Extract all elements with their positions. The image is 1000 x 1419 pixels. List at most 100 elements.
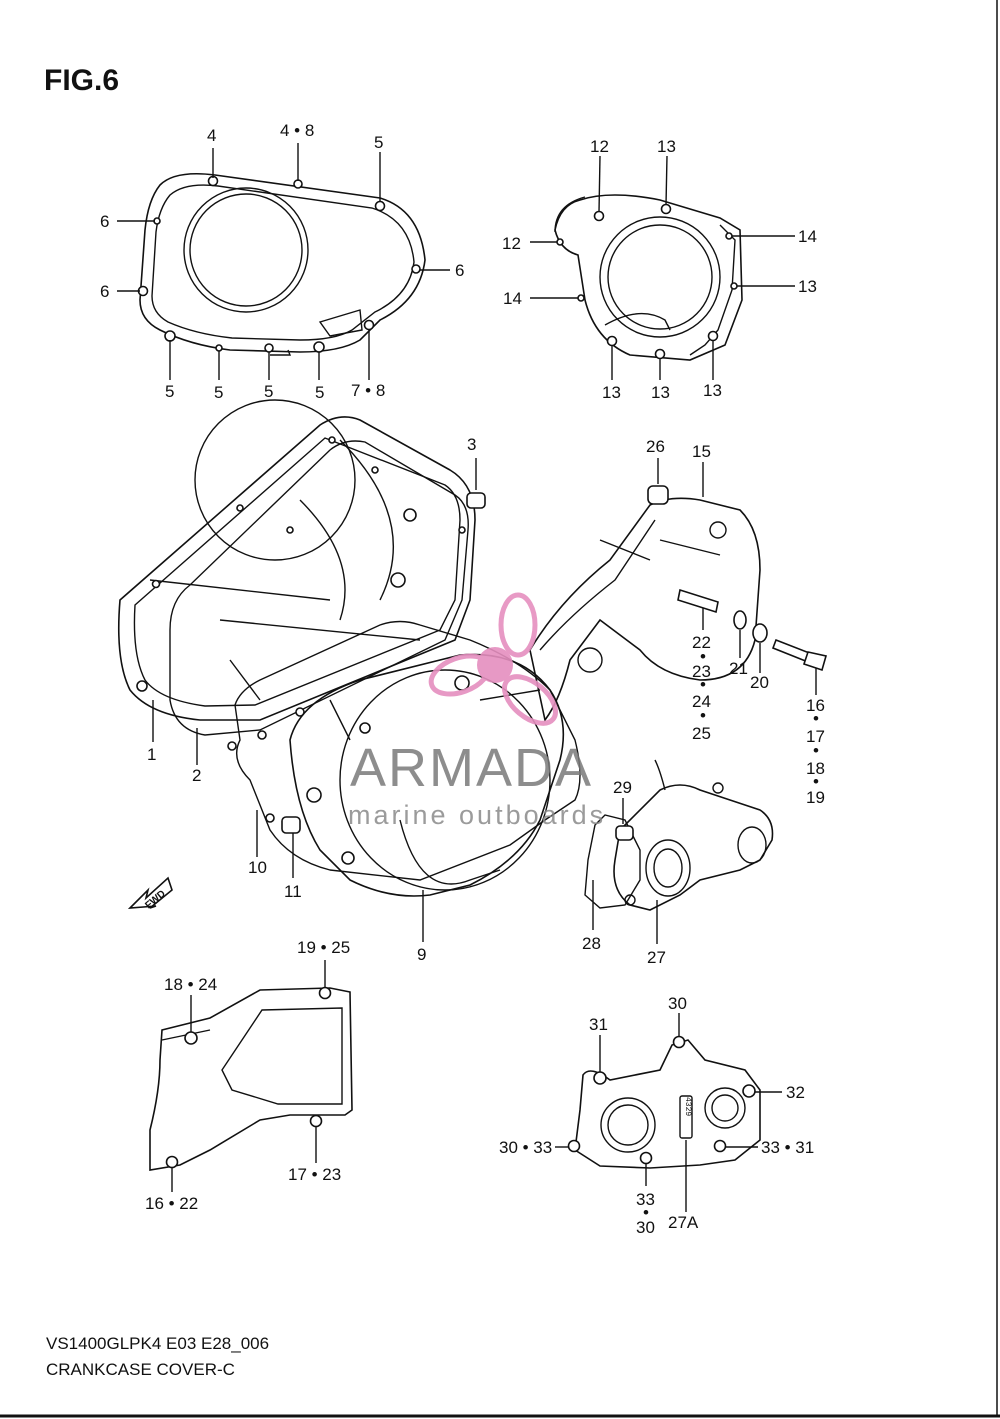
callout-13-top: 13 — [657, 137, 676, 156]
generator-cover-callouts: 12 13 12 14 14 13 13 13 13 — [502, 137, 817, 402]
callout-12-top: 12 — [590, 137, 609, 156]
callout-18: 18 — [806, 759, 825, 778]
callout-22: 22 — [692, 633, 711, 652]
callout-21: 21 — [729, 659, 748, 678]
model-code: VS1400GLPK4 E03 E28_006 — [46, 1334, 269, 1353]
callout-13-b2: 13 — [651, 383, 670, 402]
callout-27: 27 — [647, 948, 666, 967]
svg-text:•: • — [813, 772, 819, 791]
callout-6-a: 6 — [100, 212, 109, 231]
callout-6-c: 6 — [100, 282, 109, 301]
cover-guard — [149, 987, 353, 1171]
dowel-pin-11 — [281, 816, 301, 834]
callout-18-24: 18 • 24 — [164, 975, 217, 994]
plate-callouts: 30 31 32 30 • 33 33 • 31 33 • 30 27A — [499, 994, 814, 1237]
watermark-tagline: marine outboards — [348, 800, 606, 830]
svg-text:•: • — [813, 741, 819, 760]
callout-16-22: 16 • 22 — [145, 1194, 198, 1213]
outer-cover-callouts: 4 4 • 8 5 6 6 6 5 5 5 5 7 • 8 — [100, 121, 464, 402]
guard-bolt-holes — [165, 986, 332, 1169]
callout-27A: 27A — [668, 1213, 699, 1232]
callout-19-25: 19 • 25 — [297, 938, 350, 957]
generator-cover-bolt-holes — [556, 203, 738, 360]
callout-5-b: 5 — [214, 383, 223, 402]
callout-5-d: 5 — [315, 383, 324, 402]
callout-16: 16 — [806, 696, 825, 715]
outer-cover-bolt-holes — [137, 175, 421, 353]
callout-4-8: 4 • 8 — [280, 121, 314, 140]
plate-leader-lines — [555, 1013, 782, 1212]
callout-19: 19 — [806, 788, 825, 807]
cap-26 — [647, 458, 669, 505]
guard-leader-lines — [171, 960, 326, 1192]
callout-33-31: 33 • 31 — [761, 1138, 814, 1157]
generator-cover-leader-lines — [530, 155, 795, 380]
gasket-10 — [234, 620, 581, 881]
cover-callouts: 1 2 10 11 9 — [147, 745, 426, 964]
plate-27A — [574, 1039, 761, 1169]
callout-6-b: 6 — [455, 261, 464, 280]
callout-5-c: 5 — [264, 382, 273, 401]
washer-21 — [733, 610, 747, 658]
crankcase-cover-1 — [117, 399, 476, 721]
washer-20 — [752, 623, 768, 673]
callout-2: 2 — [192, 766, 201, 785]
pump-leader-lines — [592, 880, 658, 944]
callout-17: 17 — [806, 727, 825, 746]
part-group-name: CRANKCASE COVER-C — [46, 1360, 235, 1379]
callout-25: 25 — [692, 724, 711, 743]
callout-15: 15 — [692, 442, 711, 461]
callout-13-b3: 13 — [703, 381, 722, 400]
callout-30-33: 30 • 33 — [499, 1138, 552, 1157]
svg-text:•: • — [643, 1203, 649, 1222]
callout-28: 28 — [582, 934, 601, 953]
crankcase-cover-9 — [289, 653, 565, 897]
forward-direction-arrow: FWD — [127, 876, 173, 911]
callout-5-top: 5 — [374, 133, 383, 152]
callout-10: 10 — [248, 858, 267, 877]
watermark-logo — [428, 592, 558, 726]
outer-clutch-cover — [139, 172, 426, 356]
callout-14-left: 14 — [503, 289, 522, 308]
cover-bolt-holes-1 — [136, 436, 466, 692]
bolt-16 — [771, 638, 828, 695]
callout-26: 26 — [646, 437, 665, 456]
callout-13-b1: 13 — [602, 383, 621, 402]
callout-31-top: 31 — [589, 1015, 608, 1034]
callout-17-23: 17 • 23 — [288, 1165, 341, 1184]
svg-text:•: • — [813, 709, 819, 728]
housing-15 — [529, 497, 761, 722]
cover-9-bolt-holes — [227, 675, 470, 865]
gasket-28 — [584, 814, 641, 909]
pin-29 — [615, 798, 634, 841]
cover-leader-lines — [152, 700, 424, 942]
callout-12-left: 12 — [502, 234, 521, 253]
callout-20: 20 — [750, 673, 769, 692]
callout-4: 4 — [207, 126, 216, 145]
pipe-22 — [677, 588, 719, 630]
plate-part-stamp: 4329 — [683, 1097, 692, 1116]
svg-text:•: • — [700, 647, 706, 666]
svg-text:•: • — [700, 706, 706, 725]
callout-30-bottom: 30 — [636, 1218, 655, 1237]
plate-bolt-holes — [567, 1035, 756, 1165]
callout-32: 32 — [786, 1083, 805, 1102]
callout-7-8: 7 • 8 — [351, 381, 385, 400]
callout-3: 3 — [467, 435, 476, 454]
callout-23: 23 — [692, 662, 711, 681]
callout-29: 29 — [613, 778, 632, 797]
gasket-2 — [169, 440, 469, 736]
callout-13-right: 13 — [798, 277, 817, 296]
svg-text:•: • — [700, 675, 706, 694]
callout-24: 24 — [692, 692, 711, 711]
figure-title: FIG.6 — [44, 64, 119, 97]
outer-cover-leader-lines — [117, 143, 450, 380]
callout-30-top: 30 — [668, 994, 687, 1013]
dowel-pin-3 — [466, 458, 486, 509]
pump-housing-27 — [613, 759, 774, 911]
outer-generator-cover — [554, 194, 743, 361]
callout-9: 9 — [417, 945, 426, 964]
watermark-brand: ARMADA — [350, 738, 593, 798]
callout-33-bottom: 33 — [636, 1190, 655, 1209]
